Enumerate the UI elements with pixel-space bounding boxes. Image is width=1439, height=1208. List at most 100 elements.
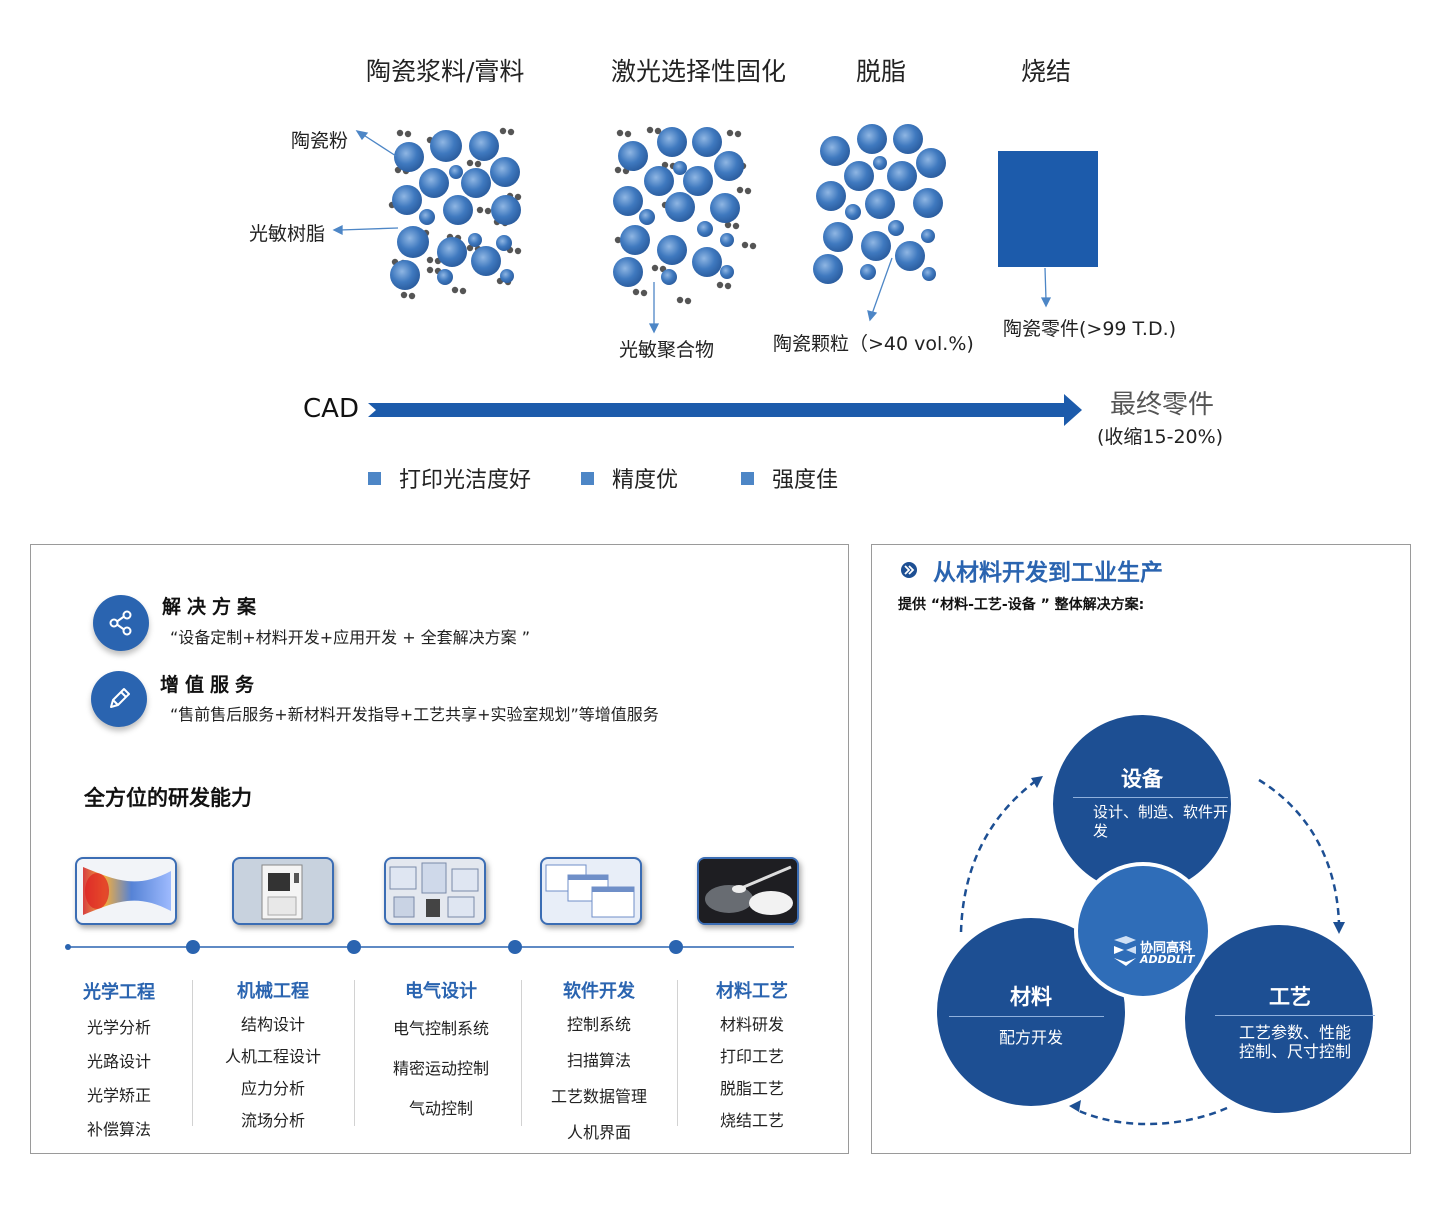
ceramic-particle — [887, 161, 917, 191]
column-divider — [521, 980, 522, 1126]
ceramic-particle — [613, 257, 643, 287]
ceramic-particle — [865, 189, 895, 219]
solution-desc: “设备定制+材料开发+应用开发 + 全套解决方案 ” — [170, 628, 531, 647]
machine-image — [232, 857, 334, 925]
ceramic-particle — [490, 157, 520, 187]
ceramic-particle — [392, 185, 422, 215]
column-item: 补偿算法 — [86, 1120, 151, 1139]
ceramic-particle — [921, 229, 935, 243]
material-divider — [949, 1016, 1104, 1017]
stage-title-laser-curing: 激光选择性固化 — [611, 57, 787, 86]
resin-molecule — [459, 287, 467, 295]
ceramic-particle — [644, 166, 674, 196]
slurry-particles — [388, 127, 522, 300]
column-materials: 材料工艺 材料研发 打印工艺 脱脂工艺 烧结工艺 — [687, 977, 817, 1131]
ceramic-particle — [639, 209, 655, 225]
resin-molecule — [499, 127, 507, 135]
cured-particles — [613, 126, 757, 305]
pencil-icon-glyph — [110, 688, 130, 708]
ceramic-particle — [657, 235, 687, 265]
process-illustration — [332, 124, 1098, 426]
ceramic-particle — [437, 237, 467, 267]
column-item: 气动控制 — [408, 1099, 473, 1118]
capability-timeline — [65, 940, 794, 954]
resin-molecule — [749, 242, 757, 250]
sintered-part-block — [998, 151, 1098, 267]
column-item: 光路设计 — [86, 1052, 151, 1071]
label-ceramic-powder: 陶瓷粉 — [291, 130, 349, 152]
electrical-graphic — [389, 862, 479, 918]
column-item: 烧结工艺 — [719, 1111, 784, 1130]
resin-molecule — [744, 187, 752, 195]
bullet-precision: 精度优 — [581, 462, 678, 494]
resin-molecule — [651, 264, 659, 272]
ceramic-particle — [697, 221, 713, 237]
ceramic-particle — [916, 148, 946, 178]
resin-molecule — [466, 244, 474, 252]
resin-molecule — [426, 256, 434, 264]
resin-molecule — [684, 297, 692, 305]
label-photopolymer: 光敏聚合物 — [619, 339, 715, 361]
bullet-strength: 强度佳 — [741, 462, 838, 494]
bullet-text: 打印光洁度好 — [399, 468, 532, 493]
column-item: 控制系统 — [566, 1015, 631, 1034]
optics-beam-graphic — [83, 867, 171, 915]
panel-title: 从材料开发到工业生产 — [933, 560, 1163, 586]
resin-molecule — [476, 206, 484, 214]
ceramic-particle — [496, 235, 512, 251]
ceramic-particle — [618, 141, 648, 171]
resin-molecule — [716, 281, 724, 289]
bullet-text: 精度优 — [612, 468, 679, 493]
column-divider — [677, 980, 678, 1126]
ceramic-particle — [823, 222, 853, 252]
resin-molecule — [484, 207, 492, 215]
column-item: 人机界面 — [566, 1123, 631, 1142]
ceramic-particle — [613, 186, 643, 216]
ceramic-particle — [710, 193, 740, 223]
resin-molecule — [614, 236, 622, 244]
ceramic-particle — [394, 142, 424, 172]
equipment-divider — [1073, 797, 1228, 798]
share-icon — [93, 595, 149, 651]
ceramic-particle — [913, 188, 943, 218]
ceramic-particle — [692, 127, 722, 157]
ceramic-particle — [390, 260, 420, 290]
resin-molecule — [507, 128, 515, 136]
resin-molecule — [408, 292, 416, 300]
debinded-particles — [813, 124, 946, 284]
resin-molecule — [404, 130, 412, 138]
ceramic-particle — [500, 269, 514, 283]
resin-molecule — [474, 160, 482, 168]
stage-title-debinding: 脱脂 — [856, 57, 907, 86]
software-image — [540, 857, 642, 925]
solution-title: 解决方案 — [162, 596, 263, 618]
ceramic-particle — [813, 254, 843, 284]
ceramic-particle — [471, 246, 501, 276]
column-electrical: 电气设计 电气控制系统 精密运动控制 气动控制 — [376, 977, 506, 1119]
pointer-resin — [339, 227, 399, 231]
pointer-ceramic-powder — [361, 133, 397, 157]
resin-molecule — [396, 129, 404, 137]
resin-molecule — [426, 266, 434, 274]
column-item: 应力分析 — [240, 1079, 305, 1098]
ceramic-particle — [893, 124, 923, 154]
ceramic-particle — [895, 241, 925, 271]
electrical-image — [384, 857, 486, 925]
ceramic-particle — [683, 166, 713, 196]
stage-title-sintering: 烧结 — [1021, 57, 1072, 86]
process-divider — [1215, 1015, 1375, 1016]
ceramic-particle — [468, 233, 482, 247]
pointer-part — [1044, 267, 1047, 301]
resin-molecule — [514, 193, 522, 201]
ceramic-particle — [430, 130, 462, 162]
ceramic-particle — [922, 267, 936, 281]
machine-graphic — [261, 864, 303, 920]
resin-molecule — [632, 288, 640, 296]
bullet-square-icon — [581, 471, 594, 485]
ceramic-particle — [820, 136, 850, 166]
column-item: 材料研发 — [719, 1015, 784, 1034]
ceramic-particle — [720, 233, 734, 247]
ceramic-particle — [816, 181, 846, 211]
process-title: 工艺 — [1269, 985, 1311, 1009]
share-icon-glyph — [109, 610, 132, 636]
